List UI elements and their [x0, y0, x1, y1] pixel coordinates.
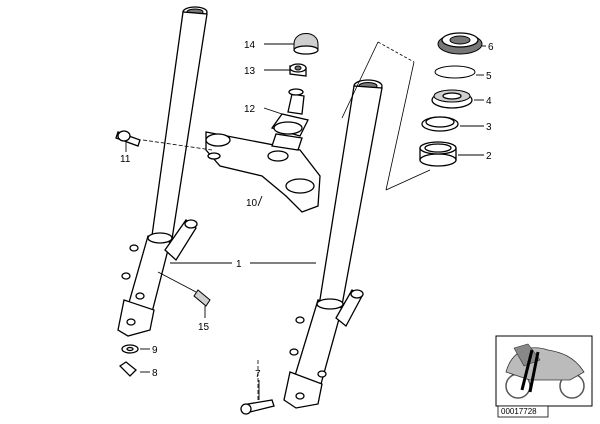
left-fork-tube: [117, 6, 208, 337]
callout-8: 8: [152, 368, 158, 379]
steering-stem: [270, 88, 309, 151]
callout-14: 14: [244, 40, 256, 51]
callout-6: 6: [488, 42, 494, 53]
callout-5: 5: [486, 71, 492, 82]
callout-4: 4: [486, 96, 492, 107]
screw-15: [193, 289, 211, 307]
callout-1: 1: [236, 259, 242, 270]
fork-bridge: [205, 131, 321, 213]
stem-nut: [289, 63, 307, 77]
callout-3: 3: [486, 122, 492, 133]
callout-15: 15: [198, 322, 210, 333]
bolt-8: [118, 361, 137, 377]
callout-9: 9: [152, 345, 158, 356]
bolt-7: [240, 399, 275, 415]
bearing-stack: [419, 32, 483, 167]
reference-code: 00017728: [501, 407, 537, 416]
callout-7: 7: [255, 369, 261, 380]
callout-11: 11: [120, 154, 131, 165]
callout-10: 10: [246, 198, 258, 209]
washer-9: [121, 344, 139, 354]
assembly-guides: [142, 41, 431, 400]
callout-13: 13: [244, 66, 256, 77]
stem-cap: [293, 33, 319, 55]
motorcycle-thumbnail: [495, 335, 593, 407]
bolt-11: [115, 130, 141, 147]
leader-lines: [125, 43, 486, 400]
callout-12: 12: [244, 104, 256, 115]
callout-2: 2: [486, 151, 492, 162]
right-fork-tube: [283, 79, 383, 409]
